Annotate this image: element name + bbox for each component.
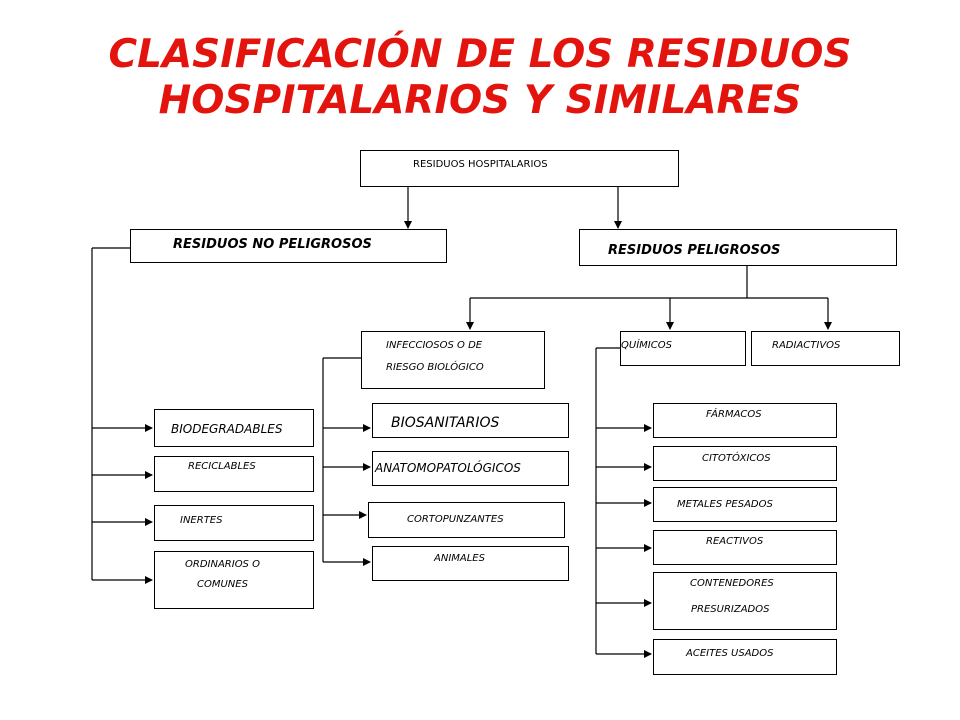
quimicos-label: QUÍMICOS (621, 340, 672, 351)
metales-pesados-label: METALES PESADOS (677, 499, 773, 510)
radiactivos-label: RADIACTIVOS (772, 340, 841, 351)
peligrosos-label: RESIDUOS PELIGROSOS (608, 243, 781, 258)
infecciosos-line-1: INFECCIOSOS O DE (386, 340, 483, 351)
contenedores-line-1: CONTENEDORES (690, 578, 774, 589)
aceites-usados-label: ACEITES USADOS (686, 648, 774, 659)
radiactivos-node: RADIACTIVOS (751, 331, 900, 366)
animales-node: ANIMALES (372, 546, 569, 581)
cortopunzantes-label: CORTOPUNZANTES (407, 514, 504, 525)
biosanitarios-node: BIOSANITARIOS (372, 403, 569, 438)
cortopunzantes-node: CORTOPUNZANTES (368, 502, 565, 538)
inertes-label: INERTES (180, 515, 223, 526)
no-peligrosos-label: RESIDUOS NO PELIGROSOS (173, 237, 372, 252)
animales-label: ANIMALES (434, 553, 485, 564)
contenedores-node: CONTENEDORES PRESURIZADOS (653, 572, 837, 630)
infecciosos-line-2: RIESGO BIOLÓGICO (386, 362, 484, 373)
infecciosos-node: INFECCIOSOS O DE RIESGO BIOLÓGICO (361, 331, 545, 389)
contenedores-line-2: PRESURIZADOS (691, 604, 770, 615)
reciclables-node: RECICLABLES (154, 456, 314, 492)
biodegradables-node: BIODEGRADABLES (154, 409, 314, 447)
aceites-usados-node: ACEITES USADOS (653, 639, 837, 675)
ordinarios-line-2: COMUNES (197, 579, 248, 590)
reciclables-label: RECICLABLES (188, 461, 256, 472)
reactivos-node: REACTIVOS (653, 530, 837, 565)
title-line-2: HOSPITALARIOS Y SIMILARES (158, 78, 802, 123)
metales-pesados-node: METALES PESADOS (653, 487, 837, 522)
no-peligrosos-node: RESIDUOS NO PELIGROSOS (130, 229, 447, 263)
reactivos-label: REACTIVOS (706, 536, 764, 547)
biodegradables-label: BIODEGRADABLES (171, 422, 283, 436)
citotoxicos-label: CITOTÓXICOS (702, 453, 771, 464)
title-line-1: CLASIFICACIÓN DE LOS RESIDUOS (108, 32, 852, 77)
citotoxicos-node: CITOTÓXICOS (653, 446, 837, 481)
quimicos-node: QUÍMICOS (620, 331, 746, 366)
farmacos-node: FÁRMACOS (653, 403, 837, 438)
root-label: RESIDUOS HOSPITALARIOS (413, 159, 548, 170)
inertes-node: INERTES (154, 505, 314, 541)
farmacos-label: FÁRMACOS (706, 409, 762, 420)
biosanitarios-label: BIOSANITARIOS (391, 415, 500, 431)
ordinarios-node: ORDINARIOS O COMUNES (154, 551, 314, 609)
anatomopatologicos-node: ANATOMOPATOLÓGICOS (372, 451, 569, 486)
anatomopatologicos-label: ANATOMOPATOLÓGICOS (375, 461, 521, 475)
root-node: RESIDUOS HOSPITALARIOS (360, 150, 679, 187)
page-title: CLASIFICACIÓN DE LOS RESIDUOS HOSPITALAR… (0, 32, 960, 124)
peligrosos-node: RESIDUOS PELIGROSOS (579, 229, 897, 266)
ordinarios-line-1: ORDINARIOS O (185, 559, 260, 570)
